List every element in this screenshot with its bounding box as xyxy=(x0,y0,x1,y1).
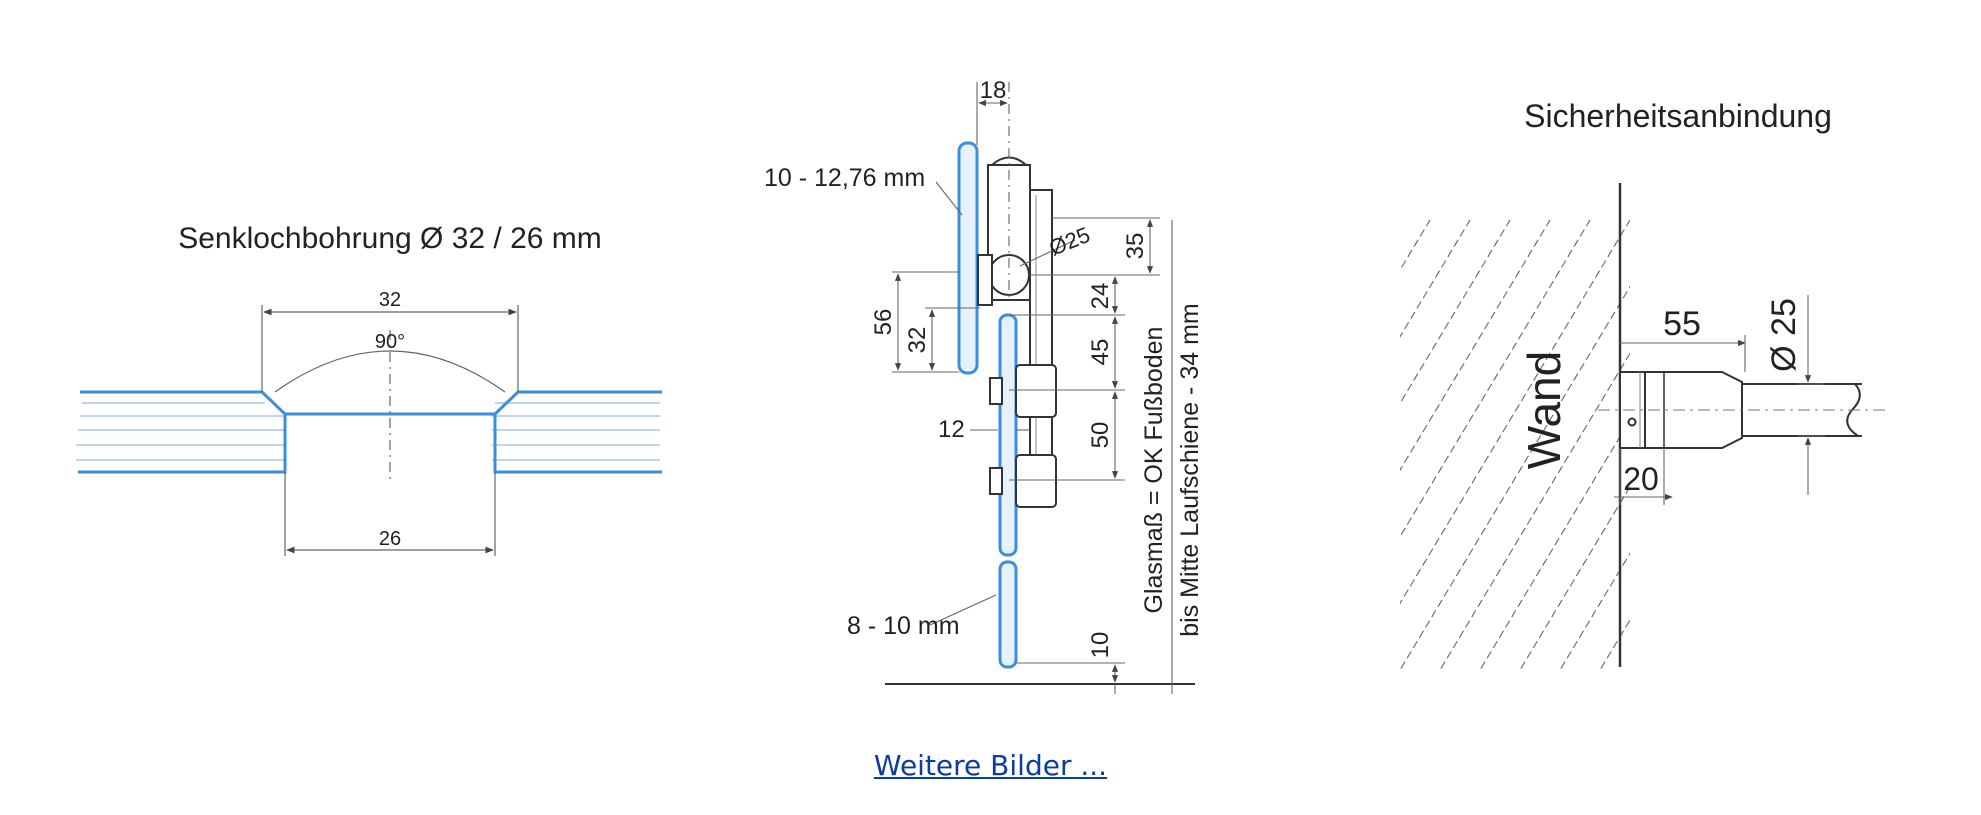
countersink-dim-top: 32 xyxy=(379,289,401,311)
roller-dim-50: 50 xyxy=(1087,422,1114,449)
lower-glass-lower-part xyxy=(998,560,1018,669)
roller-dim-glass-lower: 8 - 10 mm xyxy=(847,612,960,640)
countersink-title: Senkloch­bohrung Ø 32 / 26 mm xyxy=(178,222,602,255)
roller-dim-18: 18 xyxy=(980,77,1007,104)
roller-glass-note-line2: bis Mitte Laufschiene - 34 mm xyxy=(1176,303,1204,636)
roller-dim-56: 56 xyxy=(870,309,897,336)
lower-glass-upper-part xyxy=(998,313,1018,557)
safety-wall-label: Wand xyxy=(1518,351,1570,469)
glass-layers xyxy=(76,402,660,461)
roller-dim-glass-upper: 10 - 12,76 mm xyxy=(764,164,925,192)
countersink-dim-bottom: 26 xyxy=(379,528,401,550)
safety-title: Sicherheitsanbindung xyxy=(1524,98,1832,134)
roller-dim-24: 24 xyxy=(1087,283,1114,310)
safety-dim-diameter: Ø 25 xyxy=(1765,298,1803,372)
roller-dim-35: 35 xyxy=(1122,233,1149,260)
roller-dim-12: 12 xyxy=(938,416,965,443)
glass-outline xyxy=(78,390,662,474)
countersink-drawing: Senkloch­bohrung Ø 32 / 26 mm xyxy=(76,222,662,556)
safety-dim-55: 55 xyxy=(1663,305,1701,343)
roller-dim-32: 32 xyxy=(904,327,931,354)
wall-hatch xyxy=(1400,219,1630,670)
safety-dim-20: 20 xyxy=(1623,461,1659,497)
roller-dim-10: 10 xyxy=(1087,632,1114,659)
safety-drawing: Sicherheitsanbindung xyxy=(1400,98,1890,670)
roller-glass-note-line1: Glasmaß = OK Fußboden xyxy=(1140,327,1168,614)
upper-glass xyxy=(957,141,979,375)
more-images-link[interactable]: Weitere Bilder ... xyxy=(873,749,1108,782)
countersink-angle: 90° xyxy=(375,331,405,353)
roller-drawing: 18 10 - 12,76 mm Ø25 35 24 56 32 45 12 5… xyxy=(764,77,1204,694)
roller-dim-45: 45 xyxy=(1087,339,1114,366)
